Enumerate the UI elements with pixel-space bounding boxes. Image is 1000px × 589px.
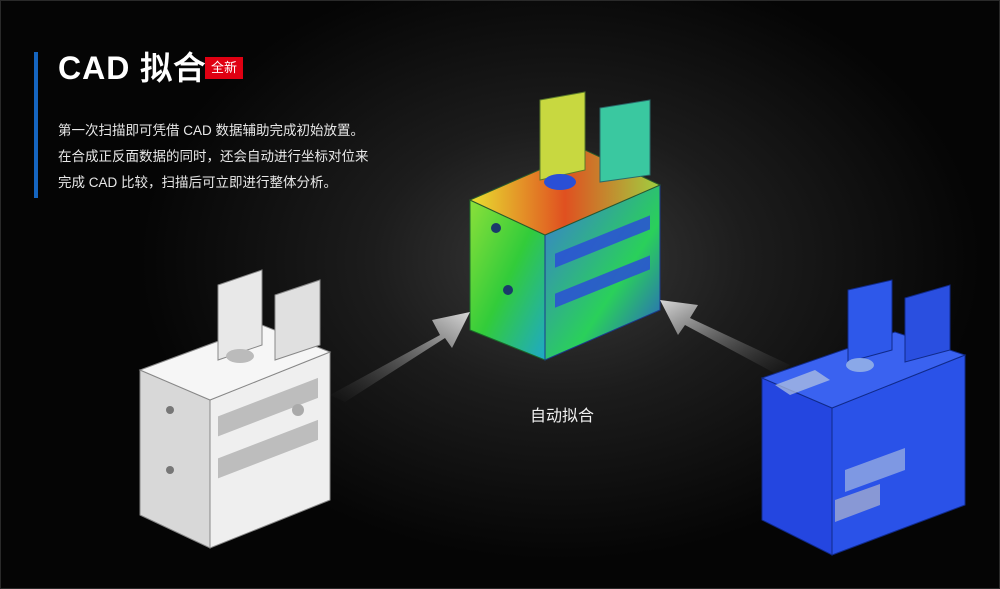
auto-fit-label: 自动拟合 [530, 408, 595, 425]
description-line: 完成 CAD 比较，扫描后可立即进行整体分析。 [58, 175, 338, 190]
description-line: 第一次扫描即可凭借 CAD 数据辅助完成初始放置。 [58, 123, 365, 138]
page-title: CAD 拟合 [58, 50, 207, 86]
arrow-right-icon [330, 312, 470, 402]
description: 第一次扫描即可凭借 CAD 数据辅助完成初始放置。 在合成正反面数据的同时，还会… [58, 118, 418, 196]
arrow-left-icon [660, 300, 790, 375]
accent-bar [34, 52, 38, 198]
fitted-model [468, 91, 662, 361]
description-line: 在合成正反面数据的同时，还会自动进行坐标对位来 [58, 149, 369, 164]
cad-model [760, 279, 967, 556]
new-badge: 全新 [205, 57, 244, 79]
scan-model [138, 269, 332, 549]
